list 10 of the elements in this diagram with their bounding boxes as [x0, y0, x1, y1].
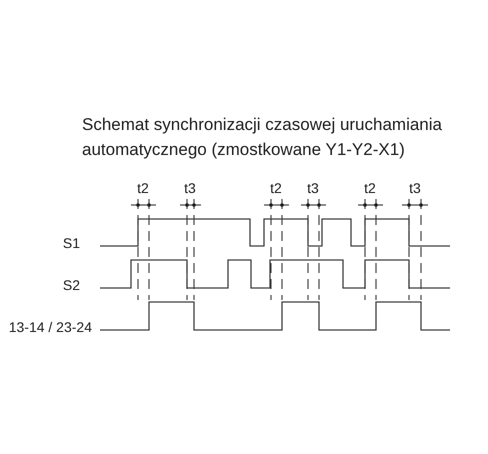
timing-label: t2	[137, 180, 149, 196]
signal-label: S1	[62, 235, 80, 251]
timing-label: t3	[307, 180, 319, 196]
signal-label: 13-14 / 23-24	[8, 319, 92, 335]
timing-label: t2	[364, 180, 376, 196]
timing-label: t3	[184, 180, 196, 196]
signal-label: S2	[62, 277, 80, 293]
diagram-title: Schemat synchronizacji czasowej uruchamiania automatycznego (zmostkowane Y1-Y2-X1)	[82, 114, 443, 161]
timing-label: t3	[409, 180, 421, 196]
timing-label: t2	[270, 180, 282, 196]
